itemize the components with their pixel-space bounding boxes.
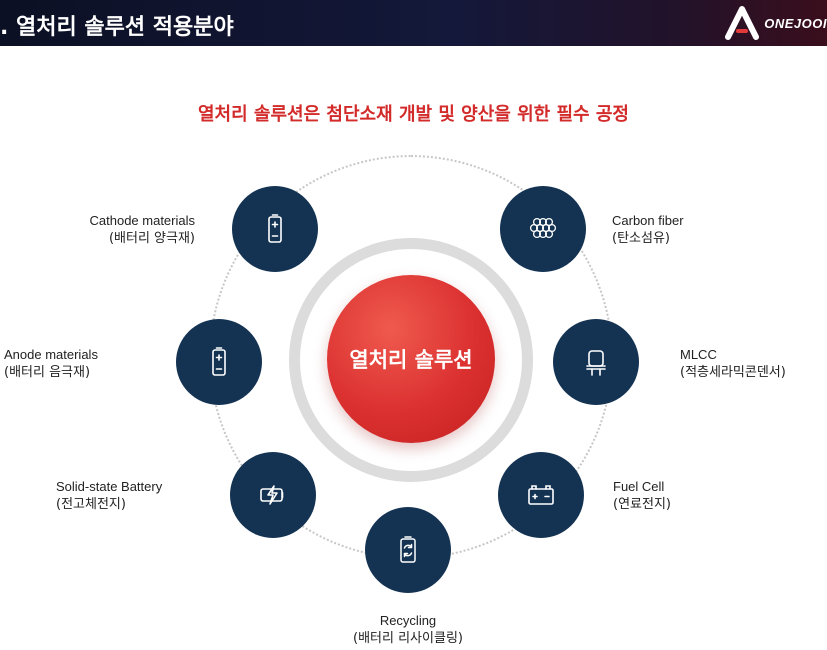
label-recycling-en: Recycling <box>379 613 437 628</box>
label-recycling-ko: (배터리 리사이클링) <box>353 631 463 646</box>
capacitor-icon <box>586 350 606 376</box>
label-cathode-ko: (배터리 양극재) <box>108 231 195 246</box>
label-recycling: Recycling (배터리 리사이클링) <box>328 612 488 648</box>
battery-plus-icon <box>268 214 282 243</box>
inner-ring <box>289 238 533 482</box>
battery-recycle-icon <box>400 536 416 563</box>
node-recycling <box>365 507 451 593</box>
label-carbon-en: Carbon fiber <box>612 213 684 228</box>
label-mlcc: MLCC (적층세라믹콘덴서) <box>680 346 786 382</box>
label-cathode: Cathode materials (배터리 양극재) <box>90 212 196 248</box>
label-carbon-fiber: Carbon fiber (탄소섬유) <box>612 212 684 248</box>
label-carbon-ko: (탄소섬유) <box>612 231 670 246</box>
label-mlcc-ko: (적층세라믹콘덴서) <box>680 365 786 380</box>
label-fuel-cell: Fuel Cell (연료전지) <box>613 478 671 514</box>
battery-minus-icon <box>212 347 226 376</box>
label-solid-state: Solid-state Battery (전고체전지) <box>56 478 162 514</box>
brand-name: ONEJOOI <box>764 15 827 31</box>
page-title: . 열처리 솔루션 적용분야 <box>0 15 234 40</box>
onejoon-logo-icon <box>725 6 760 40</box>
section-subtitle: 열처리 솔루션은 첨단소재 개발 및 양산을 위한 필수 공정 <box>197 104 629 125</box>
label-anode-ko: (배터리 음극재) <box>4 365 91 380</box>
node-carbon-fiber <box>500 186 586 272</box>
label-anode: Anode materials (배터리 음극재) <box>4 346 98 382</box>
car-battery-icon <box>528 485 554 505</box>
center-circle: 열처리 솔루션 <box>327 275 495 443</box>
label-fuel-en: Fuel Cell <box>613 479 665 494</box>
node-solid-state-battery <box>230 452 316 538</box>
label-solid-ko: (전고체전지) <box>56 497 126 512</box>
header-bar: . 열처리 솔루션 적용분야 ONEJOOI <box>0 0 827 46</box>
center-label: 열처리 솔루션 <box>349 348 473 372</box>
node-fuel-cell <box>498 452 584 538</box>
node-mlcc <box>553 319 639 405</box>
node-anode <box>176 319 262 405</box>
label-anode-en: Anode materials <box>4 347 98 362</box>
battery-charging-icon <box>260 485 284 505</box>
node-cathode <box>232 186 318 272</box>
label-cathode-en: Cathode materials <box>89 213 196 228</box>
label-fuel-ko: (연료전지) <box>613 497 671 512</box>
label-mlcc-en: MLCC <box>680 347 717 362</box>
label-solid-en: Solid-state Battery <box>56 479 163 494</box>
hexagon-grid-icon <box>529 217 557 239</box>
brand-logo: ONEJOOI <box>722 5 827 41</box>
